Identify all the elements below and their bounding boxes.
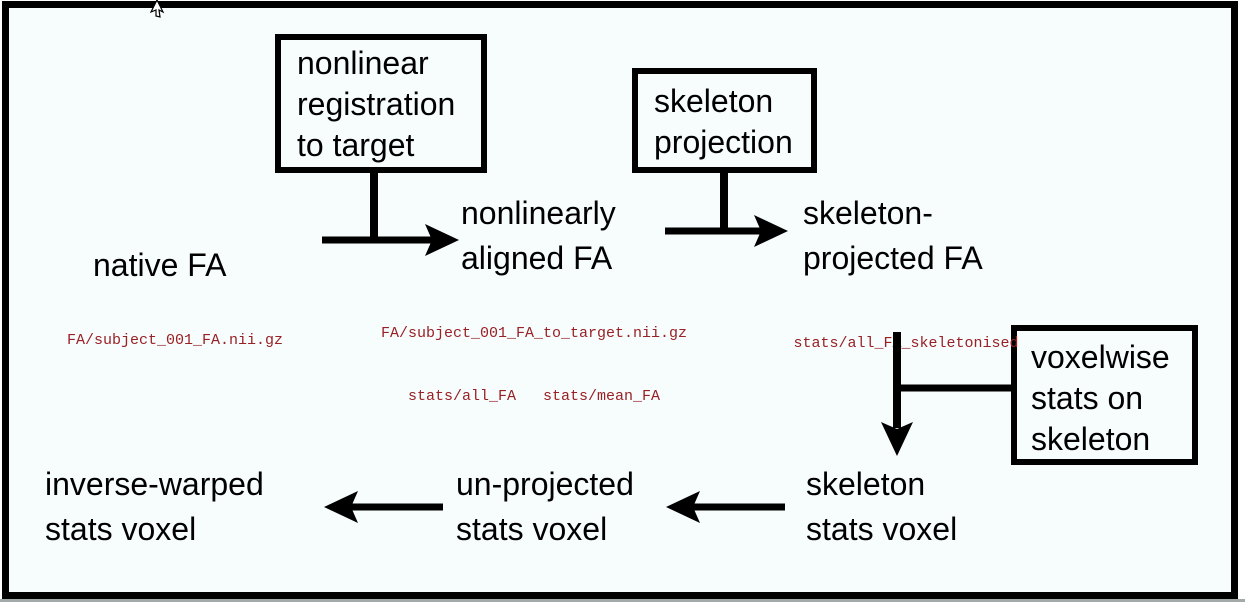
node-skeleton-projected-fa: skeleton- projected FA	[803, 191, 983, 281]
node-nonlinearly-aligned-fa: nonlinearly aligned FA	[461, 191, 616, 281]
box-line: voxelwise	[1031, 339, 1170, 375]
box-line: stats on	[1031, 380, 1144, 416]
filepath-skeleton-projected-fa: stats/all_FA_skeletonised	[746, 291, 1066, 396]
node-label-line: stats voxel	[456, 511, 608, 547]
filepath-native-fa: FA/subject_001_FA.nii.gz	[55, 288, 295, 393]
node-label-line: un-projected	[456, 466, 634, 502]
box-line: nonlinear	[297, 45, 429, 81]
node-label-line: nonlinearly	[461, 195, 616, 231]
filepath-aligned-fa: FA/subject_001_FA_to_target.nii.gz stats…	[374, 281, 694, 449]
filepath-line: stats/all_FA stats/mean_FA	[407, 388, 661, 405]
node-skeleton-stats-voxel: skeleton stats voxel	[806, 462, 957, 552]
filepath-line: FA/subject_001_FA_to_target.nii.gz	[380, 325, 688, 342]
box-line: skeleton	[654, 83, 774, 119]
box-line: skeleton	[1031, 421, 1151, 457]
node-label-line: native FA	[93, 247, 227, 283]
node-label-line: stats voxel	[45, 511, 197, 547]
node-label-line: skeleton	[806, 466, 926, 502]
filepath-line: stats/all_FA_skeletonised	[793, 335, 1019, 352]
node-label-line: inverse-warped	[45, 466, 264, 502]
node-native-fa: native FA	[93, 243, 226, 288]
process-box-skeleton-projection: skeleton projection	[632, 68, 817, 173]
filepath-line: FA/subject_001_FA.nii.gz	[66, 332, 284, 349]
box-line: projection	[654, 124, 793, 160]
node-label-line: stats voxel	[806, 511, 958, 547]
node-label-line: projected FA	[803, 240, 983, 276]
process-box-nonlinear-registration: nonlinear registration to target	[275, 34, 487, 173]
box-line: to target	[297, 127, 415, 163]
node-label-line: skeleton-	[803, 195, 933, 231]
node-label-line: aligned FA	[461, 240, 613, 276]
box-line: registration	[297, 86, 456, 122]
bottom-edge-strip	[0, 599, 1245, 602]
process-box-voxelwise-stats: voxelwise stats on skeleton	[1011, 325, 1198, 465]
node-inverse-warped-stats-voxel: inverse-warped stats voxel	[45, 462, 264, 552]
node-unprojected-stats-voxel: un-projected stats voxel	[456, 462, 634, 552]
